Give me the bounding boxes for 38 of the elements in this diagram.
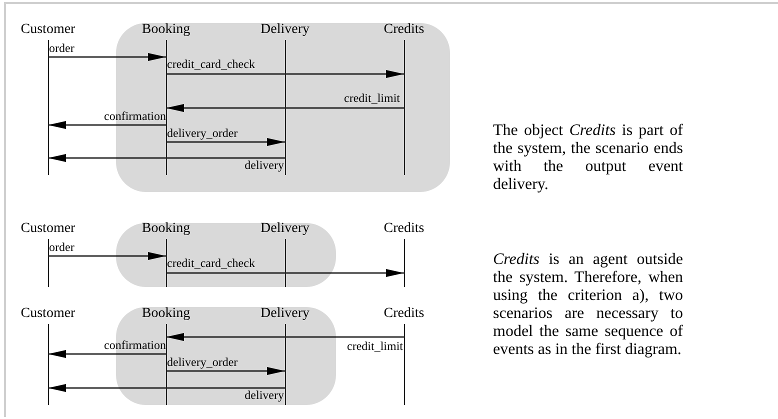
message-label: credit_card_check: [167, 257, 255, 270]
message-label: delivery: [244, 159, 284, 172]
lifeline-title: Delivery: [260, 22, 310, 38]
lifeline-title: Delivery: [260, 306, 310, 322]
message-label: delivery_order: [167, 356, 238, 369]
message-label: credit_limit: [347, 340, 403, 353]
message-label: credit_limit: [344, 92, 400, 105]
lifeline-title: Booking: [140, 22, 192, 38]
description-text: Credits is an agent outside the system. Therefore, when using the criterion a), two scenarios are necessary to model the same sequence of events as in the first diagram.: [493, 251, 683, 359]
message-arrow: [48, 154, 285, 162]
message-arrow: [166, 138, 285, 146]
lifeline-title: Booking: [140, 306, 192, 322]
lifeline-title: Delivery: [260, 221, 310, 237]
message-arrow: [48, 252, 166, 260]
lifeline-title: Customer: [20, 221, 76, 237]
lifeline-title: Credits: [382, 306, 426, 322]
message-arrow: [166, 70, 404, 78]
message-label: order: [49, 42, 74, 55]
message-label: order: [49, 241, 74, 254]
description-text: The object Credits is part of the system, the scenario ends with the output event delivery.: [493, 122, 683, 194]
lifeline-title: Booking: [140, 221, 192, 237]
lifeline-title: Credits: [382, 221, 426, 237]
message-label: delivery_order: [167, 127, 238, 140]
message-arrow: [166, 104, 404, 112]
message-label: delivery: [244, 389, 284, 402]
message-arrow: [166, 367, 285, 375]
message-arrow: [48, 350, 166, 358]
message-arrow: [48, 121, 166, 129]
message-label: confirmation: [104, 110, 166, 123]
lifeline-title: Customer: [20, 306, 76, 322]
message-label: credit_card_check: [167, 58, 255, 71]
message-label: confirmation: [104, 339, 166, 352]
lifeline-title: Customer: [20, 22, 76, 38]
message-arrow: [166, 269, 404, 277]
message-arrow: [48, 384, 285, 392]
lifeline-title: Credits: [382, 22, 426, 38]
message-arrow: [166, 333, 404, 341]
message-arrow: [48, 53, 166, 61]
